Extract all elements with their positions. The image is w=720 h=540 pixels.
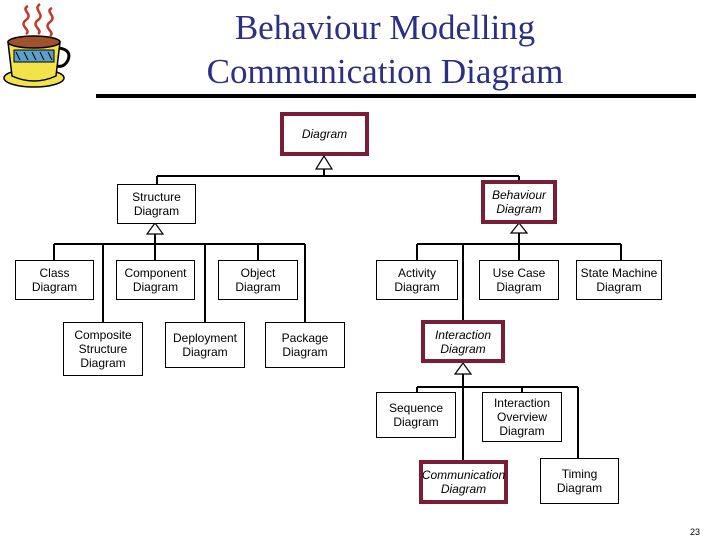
page-number: 23 — [690, 527, 701, 537]
page-title-line-2: Communication Diagram — [206, 52, 564, 91]
node-class-diagram: Class Diagram — [15, 260, 94, 300]
node-interaction-diagram: Interaction Diagram — [421, 320, 505, 363]
node-structure-diagram: Structure Diagram — [117, 184, 196, 224]
node-use-case-diagram: Use Case Diagram — [479, 260, 559, 300]
node-object-diagram: Object Diagram — [218, 260, 298, 300]
node-composite-structure-diagram: Composite Structure Diagram — [63, 322, 143, 376]
node-diagram: Diagram — [280, 112, 369, 156]
coffee-cup-icon — [3, 3, 71, 88]
node-communication-diagram: Communication Diagram — [419, 460, 508, 504]
node-behaviour-diagram: Behaviour Diagram — [481, 180, 557, 224]
node-package-diagram: Package Diagram — [265, 322, 345, 368]
node-deployment-diagram: Deployment Diagram — [165, 322, 245, 368]
node-component-diagram: Component Diagram — [116, 260, 195, 300]
node-activity-diagram: Activity Diagram — [376, 260, 458, 300]
node-interaction-overview-diagram: Interaction Overview Diagram — [482, 392, 562, 442]
node-sequence-diagram: Sequence Diagram — [376, 392, 456, 438]
node-state-machine-diagram: State Machine Diagram — [576, 260, 662, 300]
node-timing-diagram: Timing Diagram — [540, 458, 619, 504]
title-underline — [96, 94, 696, 98]
page-title-line-1: Behaviour Modelling — [234, 8, 536, 47]
